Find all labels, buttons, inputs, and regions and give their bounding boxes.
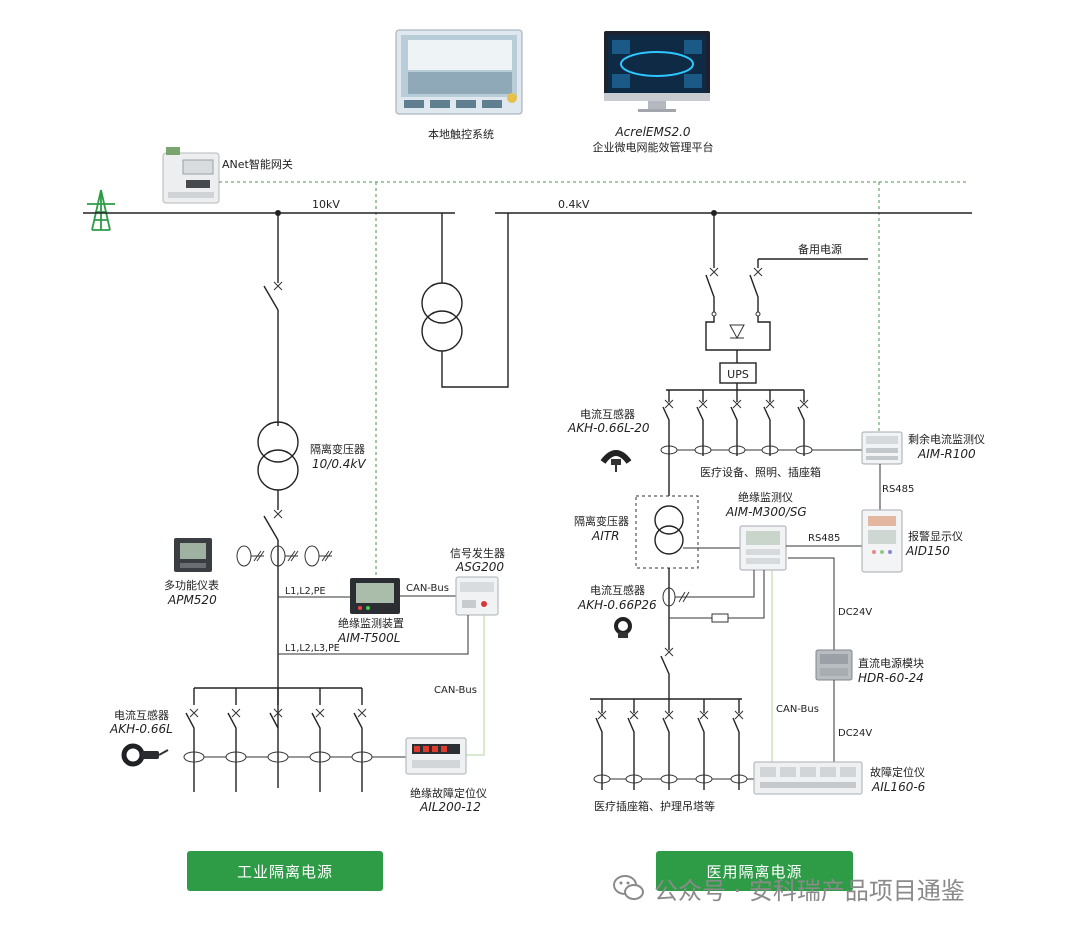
aid150-device-image [861, 509, 903, 573]
ups-label: UPS [727, 368, 749, 381]
aim-r100-model: AIM-R100 [917, 447, 976, 461]
aim-t500l-model: AIM-T500L [337, 631, 400, 645]
med-iso-transformer-box [635, 495, 699, 569]
l1l2pe-label: L1,L2,PE [285, 586, 325, 597]
touch-system-screen-image [395, 29, 523, 115]
watermark: 公众号 · 安科瑞产品项目通鉴 [612, 870, 965, 906]
dc24v-label-1: DC24V [838, 607, 872, 618]
ems-monitor-image [604, 31, 710, 112]
med-ct2-device-image [614, 617, 632, 638]
apm520-meter-image [174, 538, 212, 572]
ind-iso-transformer-spec: 10/0.4kV [312, 457, 366, 471]
touch-system-label: 本地触控系统 [428, 127, 494, 141]
ats-switch-symbol [705, 316, 771, 351]
hdr-name: 直流电源模块 [858, 656, 924, 670]
aim-m300-device-image [739, 525, 787, 571]
industrial-isolation-power-button[interactable]: 工业隔离电源 [187, 851, 383, 891]
asg200-name: 信号发生器 [450, 546, 505, 560]
ind-ct-name: 电流互感器 [114, 708, 169, 722]
aim-m300-model: AIM-M300/SG [725, 505, 807, 519]
watermark-text: 公众号 · 安科瑞产品项目通鉴 [654, 876, 965, 905]
med-iso-transformer-model: AITR [591, 529, 619, 543]
gateway-device-image [162, 147, 220, 204]
med-ct2-model: AKH-0.66P26 [577, 598, 657, 612]
ind-ct-model: AKH-0.66L [109, 722, 173, 736]
med-ct2-name: 电流互感器 [590, 583, 645, 597]
aid150-name: 报警显示仪 [908, 529, 963, 543]
aid150-model: AID150 [905, 544, 950, 558]
med-can-bus-label: CAN-Bus [776, 704, 819, 715]
can-bus-label-2: CAN-Bus [434, 685, 477, 696]
med-ct1-model: AKH-0.66L-20 [567, 421, 650, 435]
aim-r100-name: 剩余电流监测仪 [908, 432, 985, 446]
med-lower-feeders [593, 699, 756, 790]
ail200-model: AIL200-12 [419, 800, 481, 814]
med-iso-transformer-name: 隔离变压器 [574, 514, 629, 528]
dc24v-label-2: DC24V [838, 728, 872, 739]
hv-bus-label: 10kV [312, 198, 340, 211]
rs485-label-1: RS485 [882, 484, 914, 495]
backup-power-label: 备用电源 [798, 242, 842, 256]
med-ct1-device-image [600, 450, 632, 472]
can-bus-label-1: CAN-Bus [406, 583, 449, 594]
ups-box [719, 362, 757, 384]
rs485-label-2: RS485 [808, 533, 840, 544]
ail160-device-image [753, 761, 863, 795]
hdr-model: HDR-60-24 [858, 671, 924, 685]
med-ct1-name: 电流互感器 [580, 407, 635, 421]
l1l2l3pe-label: L1,L2,L3,PE [285, 643, 340, 654]
hdr-60-24-device-image [815, 649, 853, 681]
aim-t500l-device-image [350, 578, 400, 614]
apm520-name: 多功能仪表 [164, 578, 219, 592]
aim-m300-name: 绝缘监测仪 [738, 490, 793, 504]
ind-ct-group [236, 545, 333, 567]
med-outlets-label: 医疗插座箱、护理吊塔等 [594, 799, 715, 813]
ind-feeders [183, 688, 406, 792]
med-equipment-label: 医疗设备、照明、插座箱 [700, 465, 821, 479]
med-upper-feeders [660, 390, 862, 456]
medical-isolation-power-button[interactable]: 医用隔离电源 [656, 851, 853, 891]
apm520-model: APM520 [167, 593, 217, 607]
transmission-tower-icon [87, 189, 115, 231]
ems-desc-label: 企业微电网能效管理平台 [593, 140, 714, 154]
lv-bus-label: 0.4kV [558, 198, 590, 211]
gateway-label: ANet智能网关 [222, 157, 293, 171]
aim-r100-device-image [861, 431, 903, 465]
aim-t500l-name: 绝缘监测装置 [338, 616, 404, 630]
ail160-model: AIL160-6 [871, 780, 926, 794]
ind-ct-device-image [121, 743, 169, 767]
ind-iso-transformer-label: 隔离变压器 [310, 442, 365, 456]
asg200-device-image [455, 576, 499, 616]
ail160-name: 故障定位仪 [870, 765, 925, 779]
ail200-device-image [405, 737, 467, 775]
ail200-name: 绝缘故障定位仪 [410, 786, 487, 800]
asg200-model: ASG200 [455, 560, 504, 574]
ems-name-label: AcrelEMS2.0 [614, 125, 690, 139]
wechat-icon [613, 875, 644, 900]
